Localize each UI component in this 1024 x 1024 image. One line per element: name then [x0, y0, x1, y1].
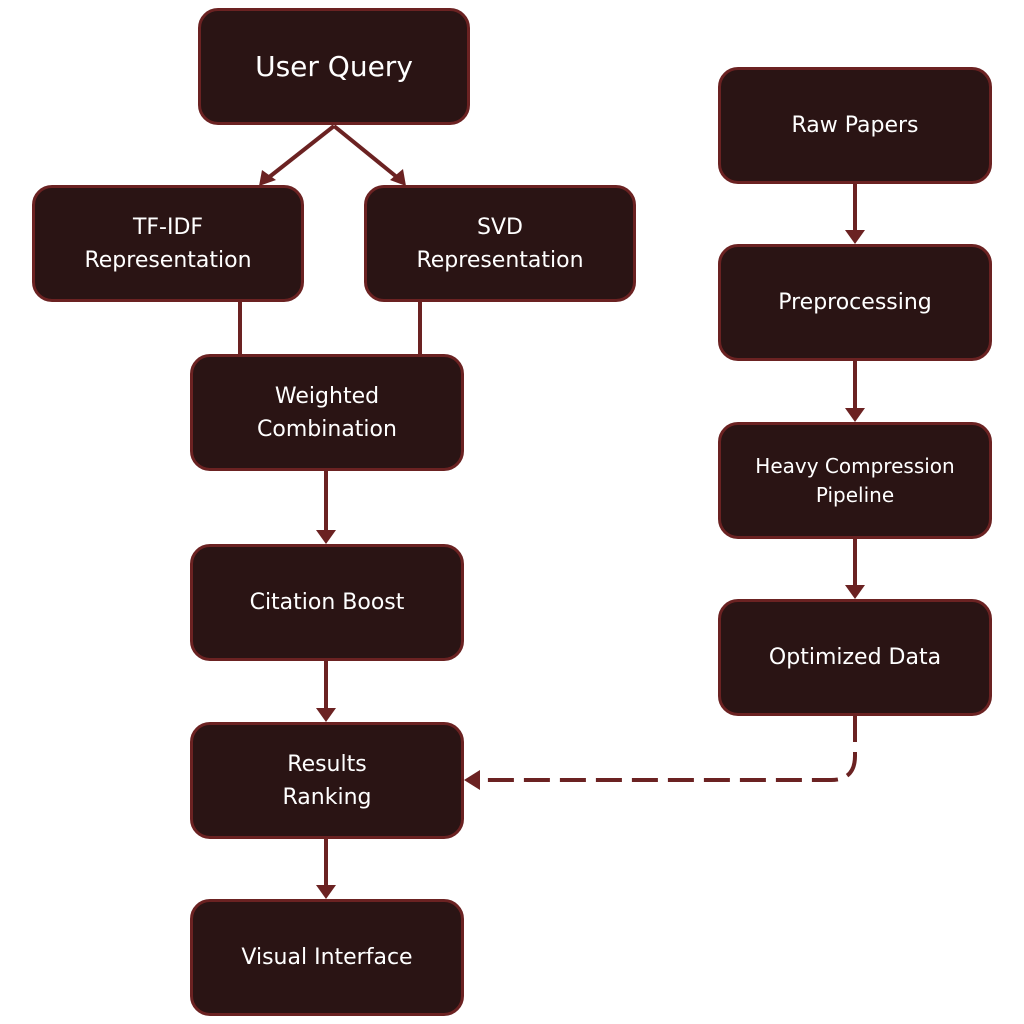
- node-raw-papers: Raw Papers: [718, 67, 992, 184]
- node-heavy-compression-pipeline: Heavy Compression Pipeline: [718, 422, 992, 539]
- arrowhead-optimized-icon: [845, 585, 865, 599]
- node-svd-representation-label: SVD Representation: [416, 214, 584, 273]
- arrowhead-heavy-icon: [845, 408, 865, 422]
- node-visual-interface: Visual Interface: [190, 899, 464, 1016]
- node-svd-representation: SVD Representation: [364, 185, 636, 302]
- node-heavy-compression-pipeline-label: Heavy Compression Pipeline: [755, 453, 955, 507]
- arrowhead-results-dashed-icon: [464, 770, 480, 790]
- node-visual-interface-label: Visual Interface: [241, 945, 413, 970]
- arrowhead-results-icon: [316, 708, 336, 722]
- node-citation-boost: Citation Boost: [190, 544, 464, 661]
- node-raw-papers-label: Raw Papers: [791, 113, 919, 138]
- node-tfidf-representation: TF-IDF Representation: [32, 185, 304, 302]
- arrowhead-citation-icon: [316, 530, 336, 544]
- arrowhead-visual-icon: [316, 885, 336, 899]
- node-optimized-data-label: Optimized Data: [768, 645, 942, 670]
- edge-userquery-svd: [332, 124, 400, 180]
- arrowhead-svd-icon: [390, 169, 406, 186]
- node-preprocessing: Preprocessing: [718, 244, 992, 361]
- edge-optimized-results-dashed: [478, 716, 857, 782]
- node-results-ranking: Results Ranking: [190, 722, 464, 839]
- edge-userquery-tfidf: [266, 124, 336, 180]
- arrowhead-preprocessing-icon: [845, 230, 865, 244]
- arrowhead-tfidf-icon: [259, 170, 276, 186]
- node-user-query-label: User Query: [255, 50, 413, 83]
- node-tfidf-representation-label: TF-IDF Representation: [84, 214, 252, 273]
- node-user-query: User Query: [198, 8, 470, 125]
- node-optimized-data: Optimized Data: [718, 599, 992, 716]
- node-weighted-combination-label: Weighted Combination: [257, 383, 397, 442]
- node-preprocessing-label: Preprocessing: [778, 290, 932, 315]
- node-citation-boost-label: Citation Boost: [249, 590, 405, 615]
- node-weighted-combination: Weighted Combination: [190, 354, 464, 471]
- node-results-ranking-label: Results Ranking: [282, 751, 372, 810]
